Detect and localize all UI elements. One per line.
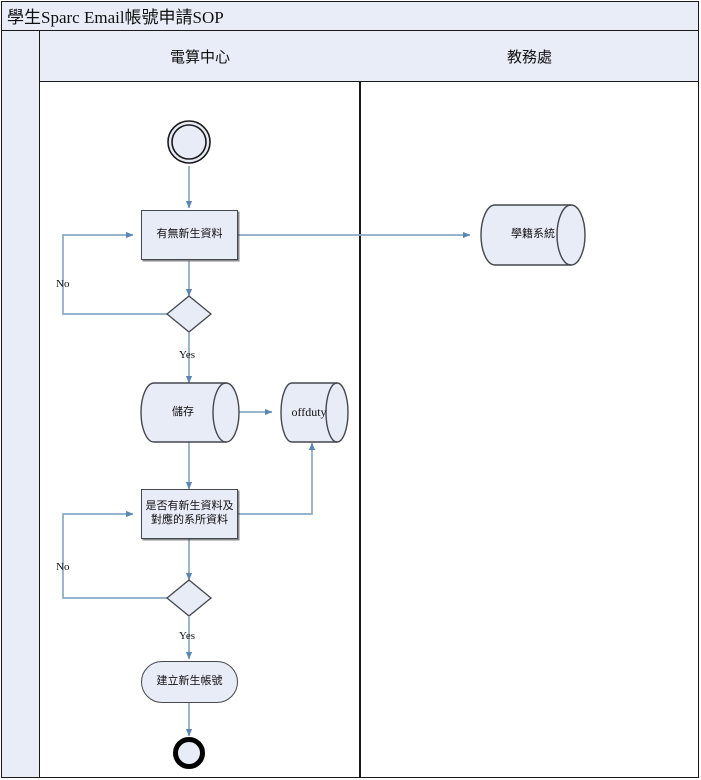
edge-label-decision-2-yes: Yes bbox=[179, 630, 196, 642]
lane-body-academic-affairs bbox=[361, 82, 699, 777]
process-box-check-student-and-department-data-label: 是否有新生資料及 對應的系所資料 bbox=[142, 490, 237, 538]
edge-label-decision-1-yes: Yes bbox=[179, 349, 196, 361]
lane-header-academic-affairs: 教務處 bbox=[360, 31, 699, 82]
diagram-title: 學生Sparc Email帳號申請SOP bbox=[7, 8, 224, 27]
process-box-new-student-data-label: 有無新生資料 bbox=[156, 228, 223, 241]
database-storage-label: 儲存 bbox=[172, 405, 194, 418]
process-box-new-student-data[interactable]: 有無新生資料 bbox=[141, 210, 238, 260]
lane-divider bbox=[359, 31, 361, 777]
activity-create-new-student-account[interactable]: 建立新生帳號 bbox=[141, 661, 238, 703]
database-student-records-system[interactable]: 學籍系統 bbox=[481, 205, 585, 265]
process-line-2: 對應的系所資料 bbox=[151, 514, 228, 526]
database-storage[interactable]: 儲存 bbox=[140, 383, 226, 442]
edge-label-decision-2-no: No bbox=[56, 561, 70, 573]
database-student-records-system-label: 學籍系統 bbox=[511, 228, 555, 241]
database-offduty[interactable]: offduty bbox=[281, 383, 337, 442]
process-line-1: 是否有新生資料及 bbox=[145, 500, 234, 513]
lane-header-label-2: 教務處 bbox=[506, 49, 552, 66]
lane-header-computer-center: 電算中心 bbox=[40, 31, 360, 82]
database-offduty-label: offduty bbox=[291, 405, 327, 419]
process-box-check-student-and-department-data[interactable]: 是否有新生資料及 對應的系所資料 bbox=[141, 489, 238, 539]
activity-create-new-student-account-label: 建立新生帳號 bbox=[156, 675, 223, 688]
edge-label-decision-1-no: No bbox=[56, 278, 70, 290]
pool-name-column bbox=[2, 31, 40, 777]
lane-header-label-1: 電算中心 bbox=[169, 49, 230, 66]
diagram-title-bar: 學生Sparc Email帳號申請SOP bbox=[1, 1, 699, 31]
